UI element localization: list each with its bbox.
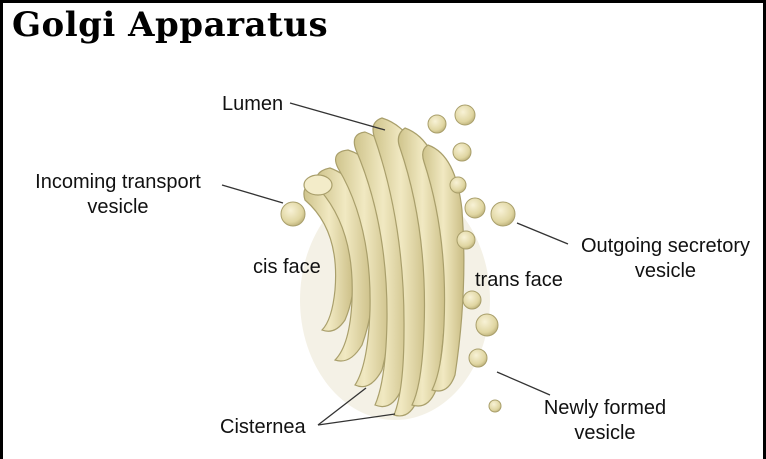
outgoing-leader-line [517,223,568,244]
newly-formed-vesicle [489,400,501,412]
newly-label-line2: vesicle [530,421,680,446]
outgoing-vesicle-label: Outgoing secretory vesicle [568,234,763,284]
incoming-label-line1: Incoming transport [18,170,218,195]
incoming-leader-line [222,185,283,203]
cisternea-label: Cisternea [220,415,306,440]
newly-label-line1: Newly formed [530,396,680,421]
outgoing-label-line2: vesicle [568,259,763,284]
incoming-label-line2: vesicle [18,195,218,220]
outgoing-label-line1: Outgoing secretory [568,234,763,259]
newly-formed-vesicle-label: Newly formed vesicle [530,396,680,446]
outgoing-secretory-vesicle [491,202,515,226]
trans-face-label: trans face [475,268,563,293]
lumen-leader-line [290,103,385,130]
cis-face-label: cis face [253,255,321,280]
incoming-transport-vesicle [281,202,305,226]
newly-formed-leader-line [497,372,550,395]
incoming-vesicle-label: Incoming transport vesicle [18,170,218,220]
lumen-label: Lumen [222,92,283,117]
cis-tube-opening [304,175,332,195]
